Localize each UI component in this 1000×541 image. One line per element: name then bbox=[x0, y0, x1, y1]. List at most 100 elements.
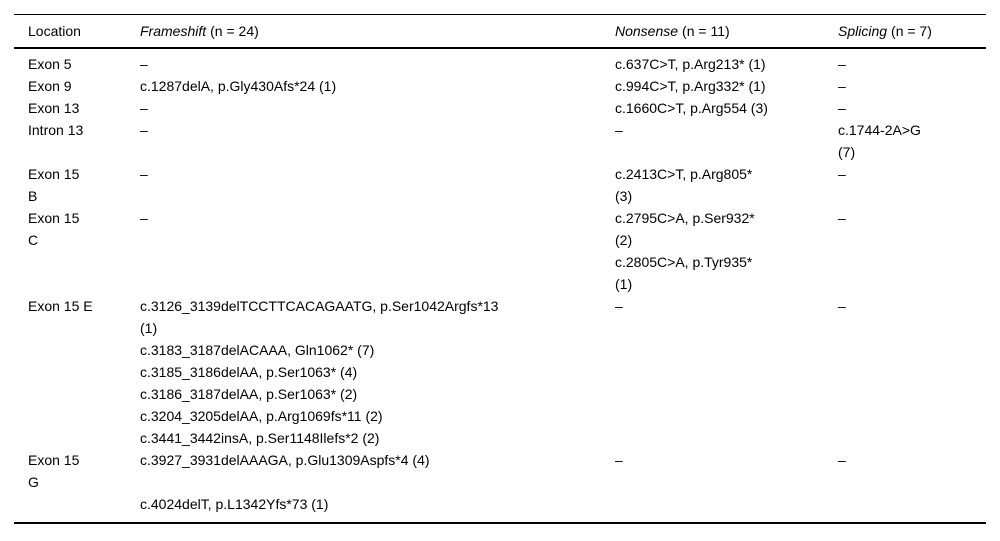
table-row: Exon 13 – c.1660C>T, p.Arg554 (3) – bbox=[14, 97, 986, 119]
cell-nonsense: – bbox=[601, 295, 824, 449]
cell-line: (2) bbox=[615, 232, 633, 248]
cell-nonsense: c.2795C>A, p.Ser932* (2) c.2805C>A, p.Tyr9… bbox=[601, 207, 824, 295]
cell-frameshift: – bbox=[126, 48, 601, 75]
cell-frameshift: – bbox=[126, 163, 601, 207]
cell-line: c.3183_3187delACAAA, Gln1062* (7) bbox=[140, 342, 375, 358]
header-frameshift-label: Frameshift bbox=[140, 23, 207, 39]
table-header: Location Frameshift(n = 24) Nonsense(n =… bbox=[14, 14, 986, 49]
cell-line: c.2805C>A, p.Tyr935* bbox=[615, 254, 753, 270]
cell-line: Exon 5 bbox=[28, 56, 72, 72]
cell-nonsense: – bbox=[601, 449, 824, 523]
cell-splicing: – bbox=[824, 449, 986, 523]
cell-line: (3) bbox=[615, 188, 633, 204]
cell-line: – bbox=[838, 210, 846, 226]
cell-nonsense: c.2413C>T, p.Arg805* (3) bbox=[601, 163, 824, 207]
cell-line: c.3185_3186delAA, p.Ser1063* (4) bbox=[140, 364, 358, 380]
cell-line: Intron 13 bbox=[28, 122, 84, 138]
cell-line: – bbox=[838, 166, 846, 182]
cell-line: – bbox=[140, 210, 148, 226]
mutation-table: Location Frameshift(n = 24) Nonsense(n =… bbox=[14, 14, 986, 524]
cell-line: Exon 15 bbox=[28, 210, 80, 226]
cell-nonsense: c.637C>T, p.Arg213* (1) bbox=[601, 48, 824, 75]
cell-location: Exon 15 E bbox=[14, 295, 126, 449]
cell-splicing: – bbox=[824, 163, 986, 207]
cell-splicing: – bbox=[824, 295, 986, 449]
cell-line: – bbox=[140, 56, 148, 72]
cell-line: – bbox=[838, 78, 846, 94]
cell-line: C bbox=[28, 232, 39, 248]
table-row: Intron 13 – – c.1744-2A>G (7) bbox=[14, 119, 986, 163]
cell-frameshift: c.3927_3931delAAAGA, p.Glu1309Aspfs*4 (4… bbox=[126, 449, 601, 523]
header-nonsense-label: Nonsense bbox=[615, 23, 679, 39]
cell-splicing: c.1744-2A>G (7) bbox=[824, 119, 986, 163]
table-row: Exon 15 E c.3126_3139delTCCTTCACAGAATG, p… bbox=[14, 295, 986, 449]
cell-line: c.3126_3139delTCCTTCACAGAATG, p.Ser1042A… bbox=[140, 298, 499, 314]
cell-frameshift: c.1287delA, p.Gly430Afs*24 (1) bbox=[126, 75, 601, 97]
cell-line: Exon 9 bbox=[28, 78, 72, 94]
header-nonsense-count: (n = 11) bbox=[682, 23, 730, 39]
cell-location: Exon 9 bbox=[14, 75, 126, 97]
cell-line: – bbox=[838, 298, 846, 314]
cell-location: Exon 5 bbox=[14, 48, 126, 75]
cell-line: c.1287delA, p.Gly430Afs*24 (1) bbox=[140, 78, 337, 94]
cell-line: Exon 15 bbox=[28, 452, 80, 468]
header-frameshift-count: (n = 24) bbox=[210, 23, 259, 39]
cell-nonsense: c.994C>T, p.Arg332* (1) bbox=[601, 75, 824, 97]
header-frameshift: Frameshift(n = 24) bbox=[126, 14, 601, 49]
cell-line bbox=[140, 471, 601, 493]
cell-location: Intron 13 bbox=[14, 119, 126, 163]
header-splicing: Splicing(n = 7) bbox=[824, 14, 986, 49]
cell-line: – bbox=[140, 100, 148, 116]
table-row: Exon 15 B – c.2413C>T, p.Arg805* (3) – bbox=[14, 163, 986, 207]
cell-frameshift: – bbox=[126, 97, 601, 119]
cell-line: – bbox=[838, 100, 846, 116]
header-location: Location bbox=[14, 14, 126, 49]
table-row: Exon 5–c.637C>T, p.Arg213* (1)– bbox=[14, 48, 986, 75]
cell-line: G bbox=[28, 474, 39, 490]
header-nonsense: Nonsense(n = 11) bbox=[601, 14, 824, 49]
table-row: Exon 9 c.1287delA, p.Gly430Afs*24 (1) c.99… bbox=[14, 75, 986, 97]
cell-frameshift: – bbox=[126, 119, 601, 163]
cell-line: – bbox=[615, 122, 623, 138]
cell-line: Exon 13 bbox=[28, 100, 80, 116]
cell-line: – bbox=[838, 56, 846, 72]
cell-line: c.2413C>T, p.Arg805* bbox=[615, 166, 753, 182]
cell-location: Exon 13 bbox=[14, 97, 126, 119]
cell-line: – bbox=[140, 166, 148, 182]
cell-line: c.2795C>A, p.Ser932* bbox=[615, 210, 755, 226]
cell-line: c.3927_3931delAAAGA, p.Glu1309Aspfs*4 (4… bbox=[140, 452, 430, 468]
cell-splicing: – bbox=[824, 97, 986, 119]
cell-line: c.1660C>T, p.Arg554 (3) bbox=[615, 100, 768, 116]
header-splicing-label: Splicing bbox=[838, 23, 888, 39]
cell-line: – bbox=[615, 452, 623, 468]
cell-splicing: – bbox=[824, 207, 986, 295]
cell-line: – bbox=[140, 122, 148, 138]
cell-splicing: – bbox=[824, 48, 986, 75]
header-location-label: Location bbox=[28, 23, 81, 39]
cell-line: Exon 15 bbox=[28, 166, 80, 182]
cell-line: Exon 15 E bbox=[28, 298, 93, 314]
cell-line: c.4024delT, p.L1342Yfs*73 (1) bbox=[140, 496, 329, 512]
cell-line: c.994C>T, p.Arg332* (1) bbox=[615, 78, 766, 94]
cell-frameshift: c.3126_3139delTCCTTCACAGAATG, p.Ser1042A… bbox=[126, 295, 601, 449]
cell-line: c.3441_3442insA, p.Ser1148Ilefs*2 (2) bbox=[140, 430, 380, 446]
cell-line: – bbox=[615, 298, 623, 314]
header-splicing-count: (n = 7) bbox=[891, 23, 932, 39]
cell-line: (7) bbox=[838, 144, 856, 160]
cell-location: Exon 15 G bbox=[14, 449, 126, 523]
cell-line: c.3186_3187delAA, p.Ser1063* (2) bbox=[140, 386, 358, 402]
cell-location: Exon 15 C bbox=[14, 207, 126, 295]
cell-line: B bbox=[28, 188, 38, 204]
cell-line: (1) bbox=[615, 276, 633, 292]
cell-line: c.3204_3205delAA, p.Arg1069fs*11 (2) bbox=[140, 408, 383, 424]
cell-line: c.1744-2A>G bbox=[838, 122, 921, 138]
cell-line: (1) bbox=[140, 320, 158, 336]
table-row: Exon 15 C – c.2795C>A, p.Ser932* (2) c.2805C>… bbox=[14, 207, 986, 295]
cell-nonsense: c.1660C>T, p.Arg554 (3) bbox=[601, 97, 824, 119]
header-row: Location Frameshift(n = 24) Nonsense(n =… bbox=[14, 14, 986, 49]
cell-line: – bbox=[838, 452, 846, 468]
cell-frameshift: – bbox=[126, 207, 601, 295]
cell-splicing: – bbox=[824, 75, 986, 97]
